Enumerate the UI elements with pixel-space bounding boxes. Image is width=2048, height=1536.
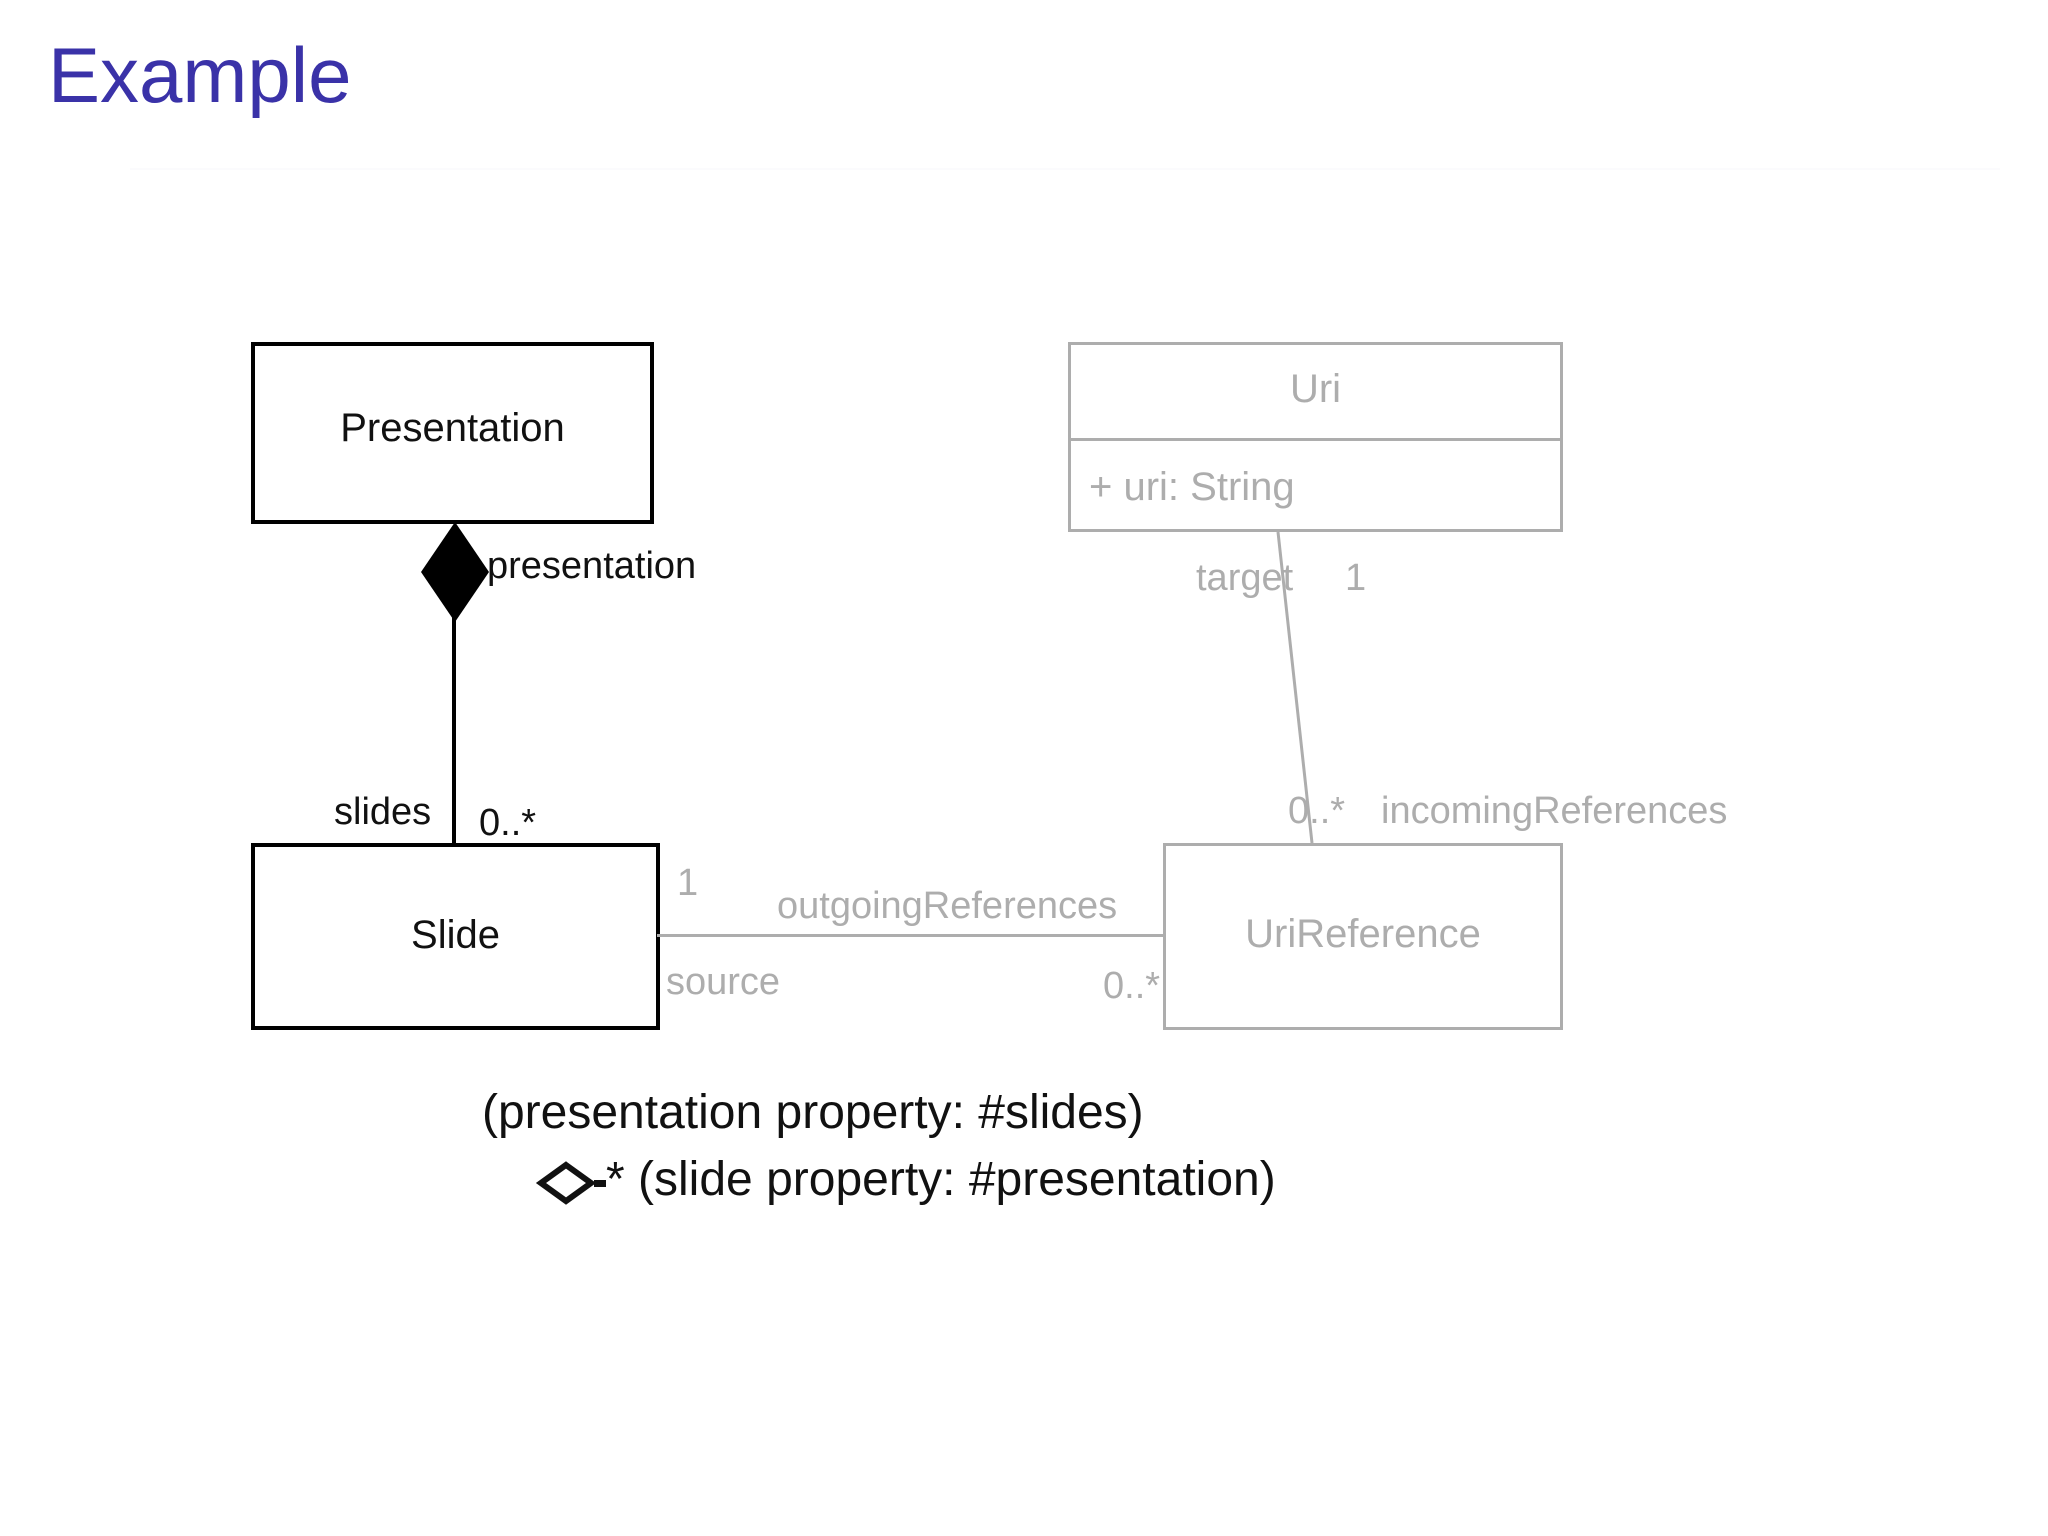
edge-multiplicity-incoming: 0..* [1288,790,1346,832]
edge-role-target: target [1196,557,1294,599]
title-divider [130,168,2000,170]
edge-role-source: source [666,961,781,1003]
class-box-uri[interactable]: Uri + uri: String [1068,342,1563,532]
class-name-uri: Uri [1289,367,1342,411]
page-title: Example [48,31,352,119]
class-name-slide: Slide [411,913,500,957]
edge-multiplicity-slides: 0..* [479,802,537,844]
edge-label-outgoing-references: outgoingReferences [777,885,1118,927]
edge-presentation-slides-line [452,617,456,845]
class-box-urireference[interactable]: UriReference [1163,843,1563,1030]
edge-multiplicity-outgoing: 0..* [1103,965,1161,1007]
edge-role-presentation: presentation [487,545,697,587]
class-name-urireference: UriReference [1245,912,1481,956]
caption-line-2-text: (slide property: #presentation) [624,1153,1276,1206]
class-box-slide[interactable]: Slide [251,843,660,1030]
composition-diamond-icon [421,522,489,622]
edge-label-incoming-references: incomingReferences [1381,790,1728,832]
class-box-presentation[interactable]: Presentation [251,342,654,524]
class-name-presentation: Presentation [340,406,565,450]
compartment-divider-uri [1068,438,1563,441]
edge-multiplicity-source-one: 1 [677,862,699,904]
edge-slide-urireference-line [657,934,1166,937]
caption-line-1: (presentation property: #slides) [482,1086,1144,1139]
edge-multiplicity-target-one: 1 [1345,557,1367,599]
hollow-diamond-icon [535,1154,606,1209]
caption-line-2: * (slide property: #presentation) [535,1152,1276,1209]
edge-role-slides: slides [334,791,432,833]
class-attribute-uri: + uri: String [1089,465,1295,509]
caption-asterisk: * [606,1153,625,1206]
